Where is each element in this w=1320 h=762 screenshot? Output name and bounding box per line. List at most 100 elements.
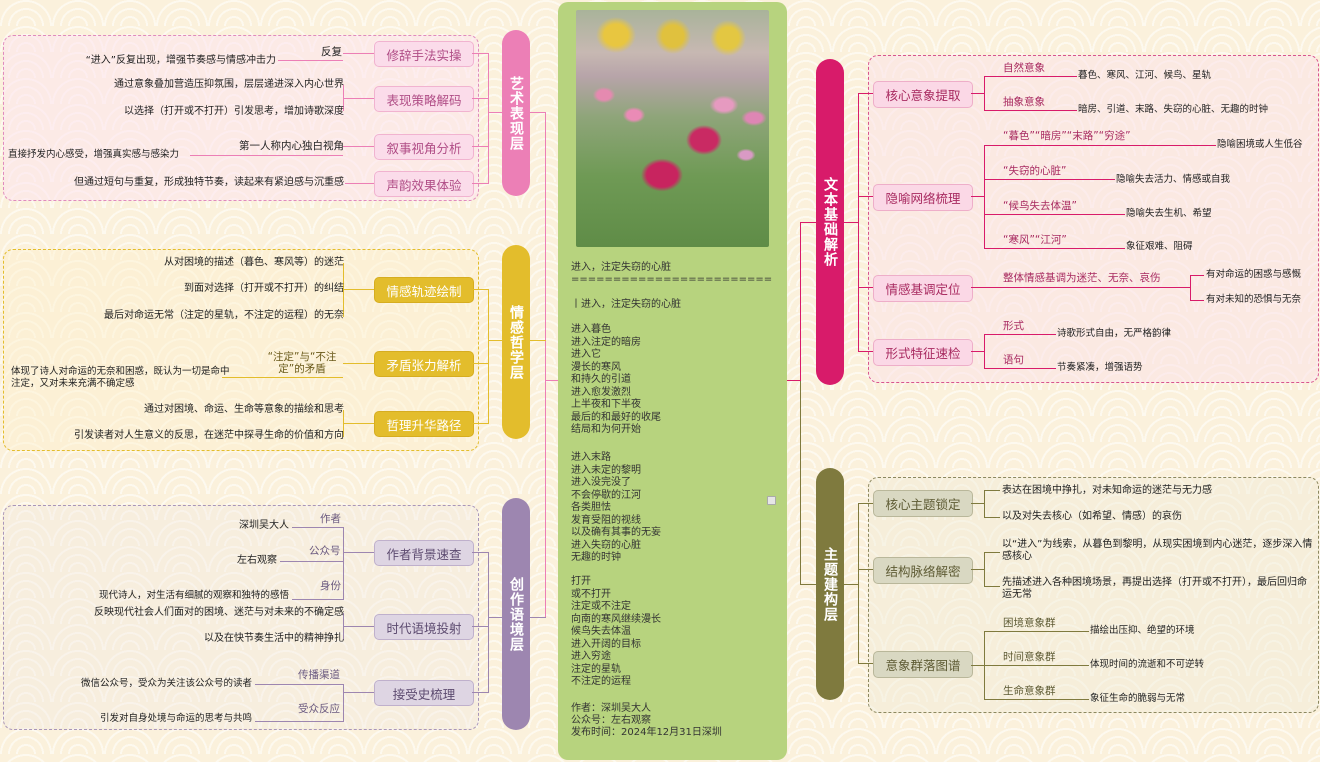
node-metaphor-network[interactable]: 隐喻网络梳理 xyxy=(873,184,973,211)
leaf-tone-2: 有对未知的恐惧与无奈 xyxy=(1206,294,1302,305)
connector xyxy=(971,196,985,198)
branch-metaphor-2: “失窃的心脏” xyxy=(1003,165,1067,177)
node-core-theme[interactable]: 核心主题锁定 xyxy=(873,490,973,517)
connector xyxy=(472,289,489,291)
connector xyxy=(278,60,343,62)
poem-subtitle: 丨进入，注定失窃的心脏 xyxy=(571,299,681,310)
branch-first-person: 第一人称内心独白视角 xyxy=(239,140,344,152)
branch-tone: 整体情感基调为迷茫、无奈、哀伤 xyxy=(1003,272,1161,284)
branch-response: 受众反应 xyxy=(298,703,340,715)
connector xyxy=(787,380,801,382)
theme-layer-pill[interactable]: 主题建构层 xyxy=(816,468,844,700)
node-structure[interactable]: 结构脉络解密 xyxy=(873,557,973,584)
art-layer-pill[interactable]: 艺术表现层 xyxy=(502,30,530,196)
connector xyxy=(343,692,374,694)
branch-contradiction: “注定”与“不注定”的矛盾 xyxy=(267,351,337,375)
node-philosophy[interactable]: 哲理升华路径 xyxy=(374,411,474,437)
node-rhythm[interactable]: 声韵效果体验 xyxy=(374,171,474,197)
node-era-context[interactable]: 时代语境投射 xyxy=(374,614,474,640)
leaf-metaphor-3: 隐喻失去生机、希望 xyxy=(1126,208,1212,219)
connector xyxy=(343,363,374,365)
connector xyxy=(971,351,985,353)
connector xyxy=(984,214,1125,216)
connector xyxy=(844,584,859,586)
connector xyxy=(858,93,873,95)
connector xyxy=(255,721,343,723)
branch-repetition: 反复 xyxy=(321,46,342,58)
connector xyxy=(984,179,1115,181)
connector xyxy=(292,527,343,529)
node-rhetoric[interactable]: 修辞手法实操 xyxy=(374,41,474,67)
node-strategy[interactable]: 表现策略解码 xyxy=(374,86,474,112)
connector xyxy=(222,377,343,379)
connector xyxy=(472,53,489,55)
poem-stanza-3: 打开 或不打开 注定或不注定 向南的寒风继续漫长 候鸟失去体温 进入开阔的目标 … xyxy=(571,576,661,687)
connector xyxy=(472,626,489,628)
leaf-life-imagery: 象征生命的脆弱与无常 xyxy=(1090,693,1186,704)
connector xyxy=(343,289,374,291)
node-emotional-tone[interactable]: 情感基调定位 xyxy=(873,275,973,302)
connector xyxy=(472,363,489,365)
connector xyxy=(343,527,345,600)
poem-separator: ======================== xyxy=(571,274,773,285)
connector xyxy=(800,584,817,586)
connector xyxy=(800,222,817,224)
connector xyxy=(984,490,986,517)
leaf-core-theme-1: 表达在困境中挣扎，对未知命运的迷茫与无力感 xyxy=(1002,485,1212,496)
branch-natural-imagery: 自然意象 xyxy=(1003,62,1045,74)
leaf-abstract-imagery: 暗房、引道、末路、失窃的心脏、无趣的时钟 xyxy=(1078,104,1269,115)
node-narrative[interactable]: 叙事视角分析 xyxy=(374,134,474,160)
leaf-response: 引发对自身处境与命运的思考与共鸣 xyxy=(99,713,252,724)
poem-title: 进入，注定失窃的心脏 xyxy=(571,262,671,273)
connector xyxy=(971,665,985,667)
node-core-imagery[interactable]: 核心意象提取 xyxy=(873,81,973,108)
text-layer-pill[interactable]: 文本基础解析 xyxy=(816,59,844,385)
connector xyxy=(472,146,489,148)
leaf-strategy-2: 以选择（打开或不打开）引发思考，增加诗歌深度 xyxy=(124,106,344,117)
connector xyxy=(488,617,502,619)
connector xyxy=(529,112,546,114)
node-imagery-clusters[interactable]: 意象群落图谱 xyxy=(873,651,973,678)
connector xyxy=(488,112,502,114)
branch-dilemma-imagery: 困境意象群 xyxy=(1003,617,1056,629)
connector xyxy=(1190,300,1204,302)
leaf-emotion-3: 最后对命运无常（注定的星轨，不注定的运程）的无奈 xyxy=(104,310,344,321)
connector xyxy=(545,112,547,617)
poem-stanza-1: 进入暮色 进入注定的暗房 进入它 漫长的寒风 和持久的引道 进入愈发激烈 上半夜… xyxy=(571,324,661,435)
connector xyxy=(984,490,1000,492)
connector xyxy=(545,380,558,382)
connector xyxy=(858,351,873,353)
connector xyxy=(472,98,489,100)
connector xyxy=(488,340,502,342)
leaf-sentence: 节奏紧凑，增强语势 xyxy=(1057,362,1143,373)
node-author-bg[interactable]: 作者背景速查 xyxy=(374,540,474,566)
node-reception[interactable]: 接受史梳理 xyxy=(374,680,474,706)
leaf-emotion-2: 到面对选择（打开或不打开）的纠结 xyxy=(184,283,344,294)
connector xyxy=(280,561,343,563)
poem-published: 发布时间：2024年12月31日深圳 xyxy=(571,727,722,738)
connector xyxy=(984,368,1056,370)
leaf-dilemma-imagery: 描绘出压抑、绝望的环境 xyxy=(1090,625,1195,636)
node-form-features[interactable]: 形式特征速检 xyxy=(873,339,973,366)
leaf-structure-1: 以“进入”为线索，从暮色到黎明，从现实困境到内心迷茫，逐步深入情感核心 xyxy=(1002,539,1313,562)
node-contradiction[interactable]: 矛盾张力解析 xyxy=(374,351,474,377)
poem-stanza-2: 进入末路 进入未定的黎明 进入没完没了 不会停歇的江河 各类胆怯 发育受阻的视线… xyxy=(571,452,661,563)
connector xyxy=(984,552,1000,554)
connector xyxy=(472,552,489,554)
context-layer-pill[interactable]: 创作语境层 xyxy=(502,498,530,730)
connector xyxy=(858,663,873,665)
connector xyxy=(472,692,489,694)
branch-life-imagery: 生命意象群 xyxy=(1003,685,1056,697)
leaf-natural-imagery: 暮色、寒风、江河、候鸟、星轨 xyxy=(1078,70,1212,81)
connector xyxy=(971,503,985,505)
leaf-author: 深圳吴大人 xyxy=(239,520,289,531)
text-layer-panel xyxy=(868,55,1319,383)
link-icon[interactable] xyxy=(767,496,776,505)
connector xyxy=(984,517,1000,519)
connector xyxy=(800,222,802,381)
node-emotion-track[interactable]: 情感轨迹绘制 xyxy=(374,277,474,303)
branch-metaphor-1: “暮色”“暗房”“末路”“穷途” xyxy=(1003,130,1131,142)
leaf-era-2: 以及在快节奏生活中的精神挣扎 xyxy=(204,633,344,644)
connector xyxy=(343,98,374,100)
emotion-layer-pill[interactable]: 情感哲学层 xyxy=(502,245,530,439)
